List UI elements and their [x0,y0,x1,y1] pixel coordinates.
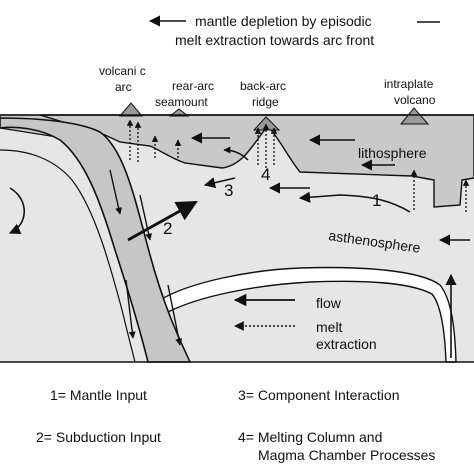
flow-arrow [298,191,411,213]
slab-inner-edge [0,149,136,363]
header-line-1: mantle depletion by episodic [195,13,372,29]
cross-section: lithosphere asthenosphere 1 2 3 4 flow m… [0,102,474,363]
slab-flow-arrow [139,194,153,241]
region-number-4: 4 [261,165,270,184]
flow-arrow [223,146,249,161]
region-number-1: 1 [372,191,381,210]
intraplate-volcano-cone [399,107,430,125]
volcanic-arc-cone [118,102,144,117]
label-rear-arc-1: rear-arc [172,79,214,93]
melt-extraction-arrows [126,119,470,212]
label-back-arc-1: back-arc [240,79,286,93]
label-volcanic-arc-2: arc [115,80,132,94]
rear-arc-seamount-cone [168,108,190,117]
label-volcanic-arc-1: volcani c [99,64,146,78]
corner-flow-arrow [8,187,25,235]
legend: 1= Mantle Input 3= Component Interaction… [36,387,435,463]
flow-arrow [203,177,236,189]
slab-flow-arrow [109,169,123,215]
label-intraplate-1: intraplate [384,77,434,91]
legend-item-4-line-2: Magma Chamber Processes [258,447,435,463]
slab-flow-arrow [125,279,136,339]
key-flow-label: flow [316,295,342,311]
region-number-3: 3 [224,181,233,200]
label-lithosphere: lithosphere [358,145,427,161]
region-number-2: 2 [163,219,172,238]
surface-labels: volcani c arc rear-arc seamount back-arc… [99,64,436,109]
key-melt-label-1: melt [316,319,343,335]
slab-input-arrow [127,200,198,242]
label-rear-arc-2: seamount [155,95,208,109]
legend-item-4-line-1: 4= Melting Column and [238,429,382,445]
header-line-2: melt extraction towards arc front [175,32,374,48]
label-back-arc-2: ridge [252,95,279,109]
legend-item-3: 3= Component Interaction [238,387,400,403]
slab-flow-arrow [167,284,183,346]
legend-item-1: 1= Mantle Input [50,387,147,403]
header-caption: mantle depletion by episodic melt extrac… [148,13,440,48]
key-melt-label-2: extraction [316,336,377,352]
legend-item-2: 2= Subduction Input [36,429,161,445]
label-intraplate-2: volcano [394,93,436,107]
